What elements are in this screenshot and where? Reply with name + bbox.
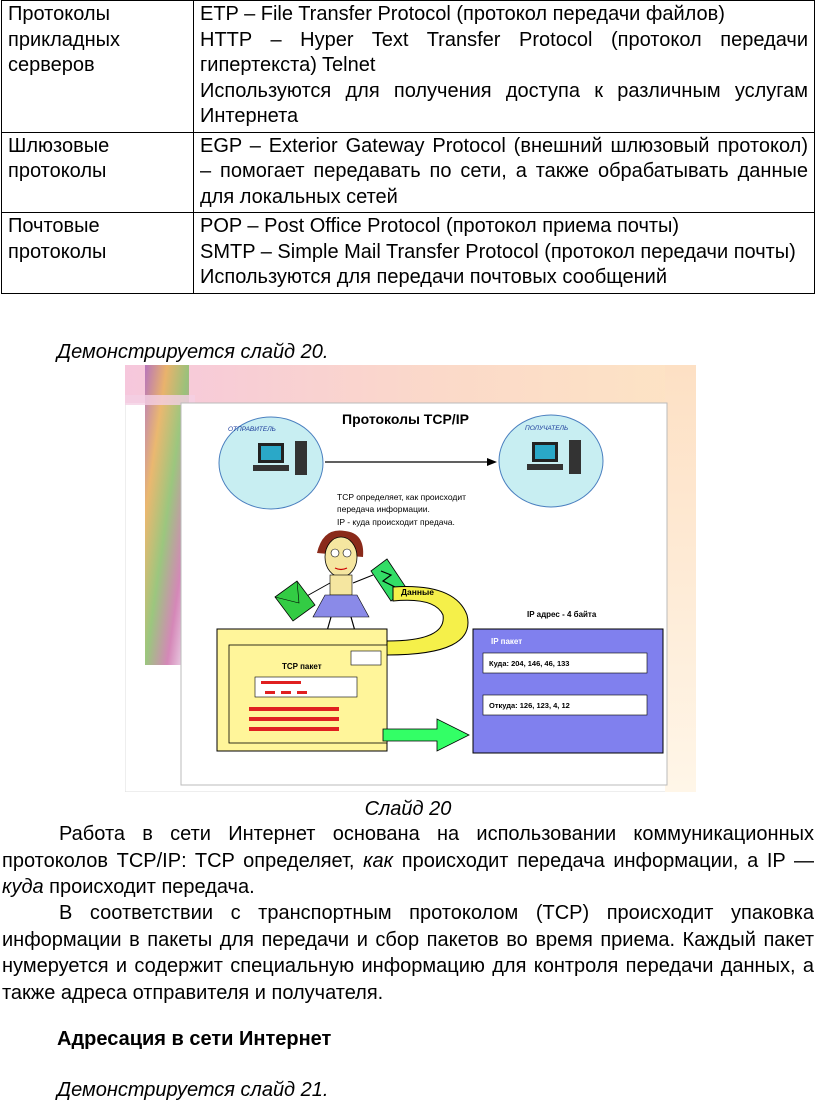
demo-slide-21-note: Демонстрируется слайд 21. — [57, 1079, 329, 1101]
tcp-packet: TCP пакет — [216, 628, 388, 752]
sender-label: ОТПРАВИТЕЛЬ — [228, 426, 276, 433]
ip-to-address: Куда: 204, 146, 46, 133 — [489, 659, 569, 668]
tcp-packet-label: TCP пакет — [282, 662, 322, 671]
ip-from-address: Откуда: 126, 123, 4, 12 — [489, 701, 570, 710]
table-line: Используются для получения доступа к раз… — [200, 79, 808, 128]
paragraph-packets: В соответствии с транспортным протоколом… — [2, 902, 814, 1004]
table-cell-description: POP – Post Office Protocol (протокол при… — [193, 212, 815, 294]
table-line: HTTP – Hyper Text Transfer Protocol (про… — [200, 28, 808, 77]
receiver-label: ПОЛУЧАТЕЛЬ — [525, 425, 568, 432]
slide-note-1: TCP определяет, как происходит — [337, 492, 466, 502]
table-line: ETP – File Transfer Protocol (протокол п… — [200, 3, 725, 25]
table-line: POP – Post Office Protocol (протокол при… — [200, 215, 680, 237]
demo-slide-20-note: Демонстрируется слайд 20. — [57, 341, 329, 363]
table-cell-description: ETP – File Transfer Protocol (протокол п… — [193, 0, 815, 133]
paragraph-tcp-ip: Работа в сети Интернет основана на испол… — [2, 821, 814, 901]
computer-icon — [253, 441, 307, 475]
person-figure — [304, 530, 374, 632]
slide-note-3: IP - куда происходит предача. — [337, 517, 455, 527]
table-row: Шлюзовые протоколы EGP – Exterior Gatewa… — [1, 131, 815, 213]
table-cell-category: Протоколы прикладных серверов — [1, 0, 194, 133]
table-cell-category: Шлюзовые протоколы — [1, 131, 194, 213]
table-row: Протоколы прикладных серверов ETP – File… — [1, 0, 815, 133]
table-cell-category: Почтовые протоколы — [1, 212, 194, 294]
envelope-icon — [274, 580, 316, 622]
text-span: Работа в сети Интернет основана на испол… — [2, 823, 814, 872]
table-line: EGP – Exterior Gateway Protocol (внешний… — [200, 134, 808, 208]
slide-caption: Слайд 20 — [364, 798, 452, 820]
table-line: Используются для передачи почтовых сообщ… — [200, 266, 668, 288]
data-label: Данные — [401, 587, 434, 597]
table-line: SMTP – Simple Mail Transfer Protocol (пр… — [200, 240, 796, 263]
slide-title: Протоколы TCP/IP — [342, 411, 469, 427]
protocols-table: Протоколы прикладных серверов ETP – File… — [1, 0, 815, 294]
text-span: происходит передача информации, а IP — — [393, 849, 815, 872]
text-span-italic: куда — [2, 876, 44, 898]
computer-icon — [527, 440, 581, 474]
text-span-italic: как — [363, 849, 394, 872]
arrowhead-icon — [487, 458, 497, 466]
table-row: Почтовые протоколы POP – Post Office Pro… — [1, 212, 815, 294]
green-arrow — [382, 718, 470, 752]
slide-20-image: Протоколы TCP/IP ОТПРАВИТЕЛЬ ПОЛУЧАТЕЛЬ … — [125, 365, 696, 792]
ip-size-label: IP адрес - 4 байта — [527, 610, 597, 619]
slide-note-2: передача информации. — [337, 504, 430, 514]
ip-packet: IP пакет Куда: 204, 146, 46, 133 Откуда:… — [472, 628, 664, 754]
text-span: происходит передача. — [43, 876, 255, 898]
table-cell-description: EGP – Exterior Gateway Protocol (внешний… — [193, 131, 815, 213]
section-heading: Адресация в сети Интернет — [57, 1028, 332, 1050]
ip-packet-label: IP пакет — [491, 637, 522, 646]
